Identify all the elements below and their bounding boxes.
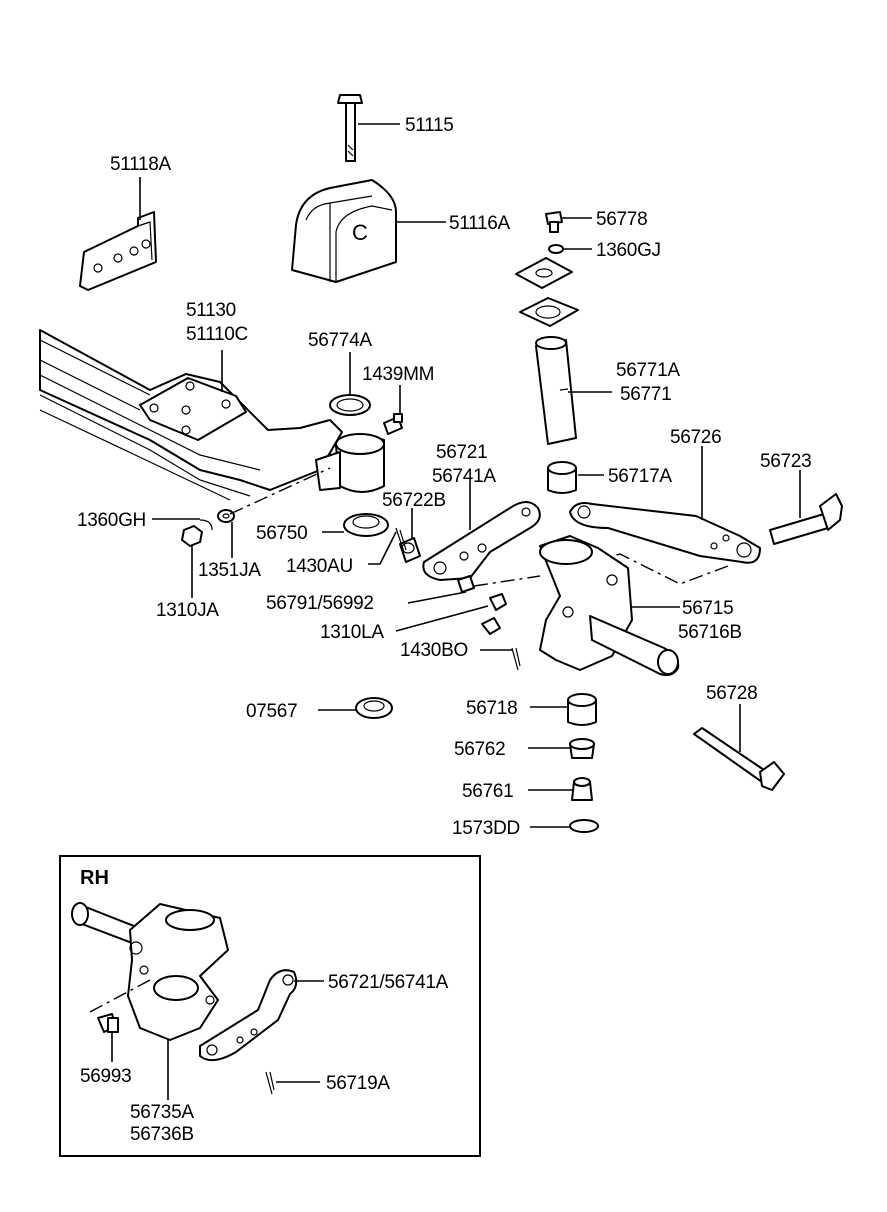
washer-1360GJ <box>548 244 564 254</box>
label-56741A: 56741A <box>432 466 496 487</box>
label-51116A: 51116A <box>449 213 511 234</box>
label-1310JA: 1310JA <box>156 600 219 621</box>
plate-top <box>515 257 573 289</box>
label-56762: 56762 <box>454 739 505 760</box>
label-56717A: 56717A <box>608 466 672 487</box>
plug-56761 <box>571 777 593 801</box>
clip-1360GH <box>199 519 213 531</box>
washer-1351JA <box>217 509 235 523</box>
label-56721-56741A: 56721/56741A <box>328 972 449 993</box>
kingpin-56771 <box>535 336 577 445</box>
arm-56721 <box>422 501 541 581</box>
label-1430BO: 1430BO <box>400 640 468 661</box>
label-51115: 51115 <box>405 115 454 136</box>
label-07567: 07567 <box>246 701 297 722</box>
label-56723: 56723 <box>760 451 811 472</box>
label-56736B: 56736B <box>130 1124 194 1145</box>
spring-56762 <box>569 738 595 759</box>
bolt-51115 <box>337 94 363 162</box>
washer-1573DD <box>569 819 599 833</box>
seal-56750 <box>343 513 389 537</box>
label-56715: 56715 <box>682 598 733 619</box>
inset-frame <box>59 855 481 1157</box>
label-56774A: 56774A <box>308 330 372 351</box>
fitting-1439MM <box>383 413 403 435</box>
label-1351JA: 1351JA <box>198 560 261 581</box>
label-56722B: 56722B <box>382 490 446 511</box>
label-56726: 56726 <box>670 427 721 448</box>
label-56993: 56993 <box>80 1066 131 1087</box>
bushing-56717A <box>547 461 577 494</box>
bolt-56791 <box>457 575 475 593</box>
label-56778: 56778 <box>596 209 647 230</box>
label-51110C: 51110C <box>186 324 248 345</box>
seal-07567 <box>355 697 393 719</box>
label-51118A: 51118A <box>110 154 172 175</box>
label-1360GJ: 1360GJ <box>596 240 661 261</box>
frame-51130 <box>39 329 343 501</box>
label-56761: 56761 <box>462 781 513 802</box>
axle-boss <box>315 433 385 493</box>
arm-56726 <box>569 502 761 564</box>
knuckle-56715 <box>539 535 680 677</box>
inset-title: RH <box>80 867 109 889</box>
bushing-56718 <box>567 693 597 726</box>
label-1310LA: 1310LA <box>320 622 384 643</box>
label-56791-56992: 56791/56992 <box>266 593 374 614</box>
label-1439MM: 1439MM <box>362 364 434 385</box>
bolt-56993 <box>97 1013 119 1033</box>
label-56771: 56771 <box>620 384 671 405</box>
label-1573DD: 1573DD <box>452 818 520 839</box>
svg-text:C: C <box>352 220 368 245</box>
bolt-56778 <box>545 211 563 233</box>
nut-1310JA <box>181 525 203 547</box>
bushing-56722B <box>399 537 421 563</box>
bracket-51118A <box>79 211 157 291</box>
label-51130: 51130 <box>186 300 236 321</box>
label-1430AU: 1430AU <box>286 556 353 577</box>
label-1360GH: 1360GH <box>77 510 146 531</box>
label-56721: 56721 <box>436 442 487 463</box>
arm-rh-56721 <box>199 969 298 1062</box>
knuckle-rh <box>71 902 229 1041</box>
label-56728: 56728 <box>706 683 757 704</box>
bolt-56723 <box>769 493 843 545</box>
washer-56774A <box>329 394 371 416</box>
plate-gasket <box>519 297 579 327</box>
label-56718: 56718 <box>466 698 517 719</box>
label-56771A: 56771A <box>616 360 680 381</box>
label-56719A: 56719A <box>326 1073 390 1094</box>
label-56716B: 56716B <box>678 622 742 643</box>
cover-51116A: C <box>291 179 397 283</box>
label-56750: 56750 <box>256 523 307 544</box>
bolt-56728 <box>693 727 785 791</box>
label-56735A: 56735A <box>130 1102 194 1123</box>
nut-1310LA <box>481 593 507 635</box>
